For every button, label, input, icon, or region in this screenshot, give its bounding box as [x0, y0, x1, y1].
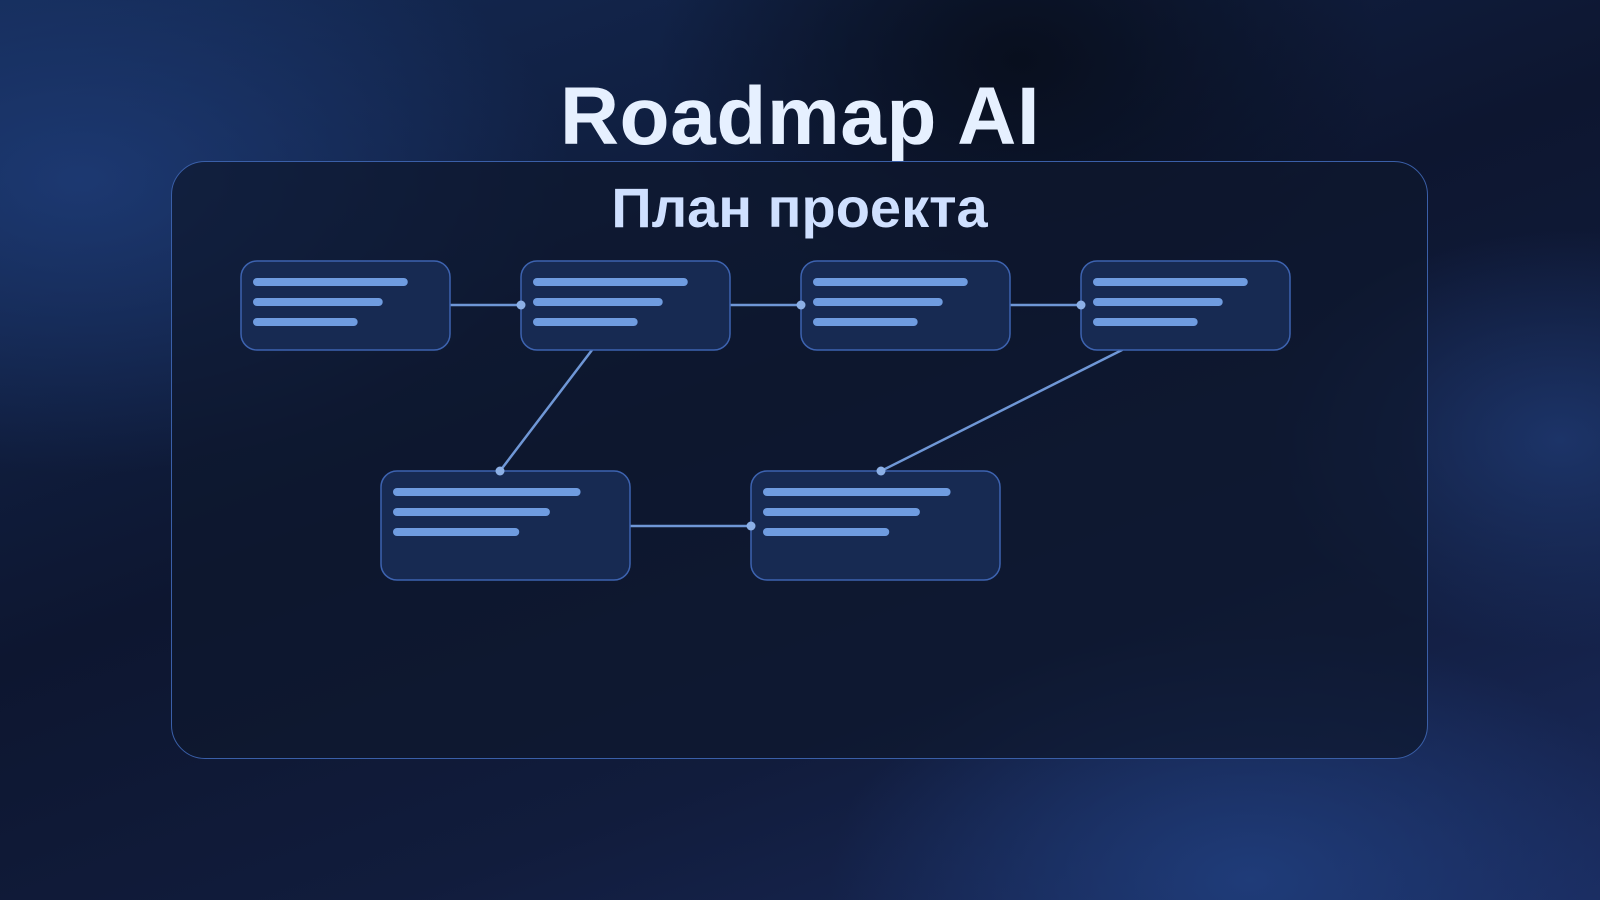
connector-dot [516, 300, 526, 310]
panel-subtitle: План проекта [611, 176, 988, 239]
roadmap-node-step-1[interactable] [240, 260, 451, 351]
node-card [750, 470, 1001, 581]
connector-dot-layer [495, 300, 1086, 531]
connector-dot [796, 300, 806, 310]
connector-dot [495, 466, 505, 476]
connector-step-4-to-step-6 [879, 348, 1124, 473]
roadmap-node-step-2[interactable] [520, 260, 731, 351]
roadmap-node-step-5[interactable] [380, 470, 631, 581]
node-card [380, 470, 631, 581]
connector-dot [1076, 300, 1086, 310]
node-layer [240, 260, 1291, 581]
roadmap-node-step-3[interactable] [800, 260, 1011, 351]
connector-layer [448, 303, 1124, 528]
connector-dot [876, 466, 886, 476]
roadmap-node-step-4[interactable] [1080, 260, 1291, 351]
roadmap-node-step-6[interactable] [750, 470, 1001, 581]
connector-dot [746, 521, 756, 531]
connector-step-2-to-step-5 [498, 348, 594, 473]
app-title: Roadmap AI [559, 71, 1041, 162]
